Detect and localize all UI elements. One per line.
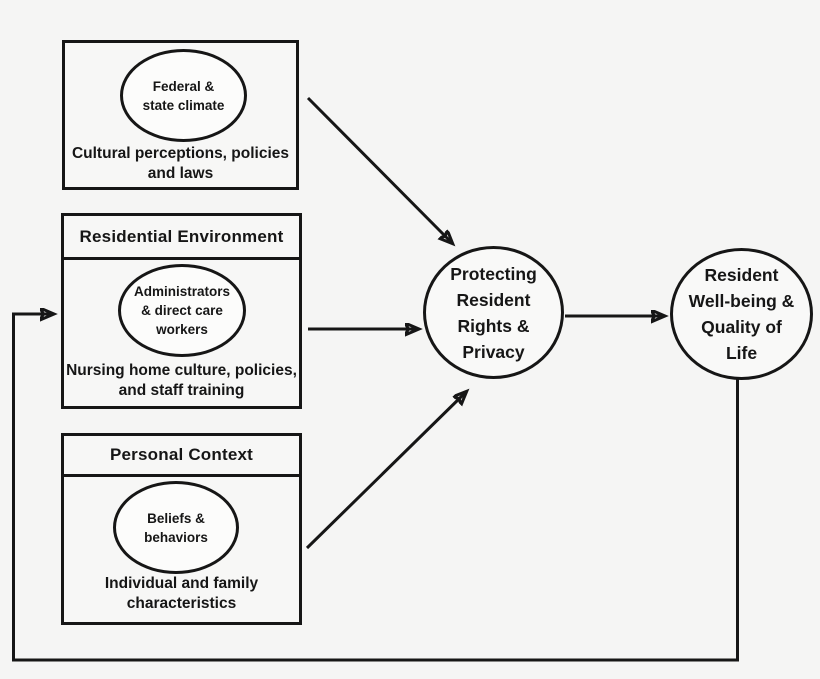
beliefs-behaviors-ellipse: Beliefs & behaviors [113, 481, 239, 574]
macro-context-caption: Cultural perceptions, policies and laws [71, 145, 290, 182]
personal-context-header: Personal Context [64, 436, 299, 477]
arrow-personal-to-mediator [305, 392, 466, 550]
protecting-rights-privacy-node: Protecting Resident Rights & Privacy [423, 246, 564, 379]
federal-state-climate-ellipse: Federal & state climate [120, 49, 247, 142]
administrators-workers-ellipse: Administrators & direct care workers [118, 264, 246, 357]
arrow-macro-to-mediator [306, 96, 452, 243]
residential-environment-header: Residential Environment [64, 216, 299, 260]
residential-environment-caption: Nursing home culture, policies, and staf… [66, 362, 297, 399]
resident-wellbeing-node: Resident Well-being & Quality of Life [670, 248, 813, 380]
personal-context-caption: Individual and family characteristics [104, 575, 259, 612]
